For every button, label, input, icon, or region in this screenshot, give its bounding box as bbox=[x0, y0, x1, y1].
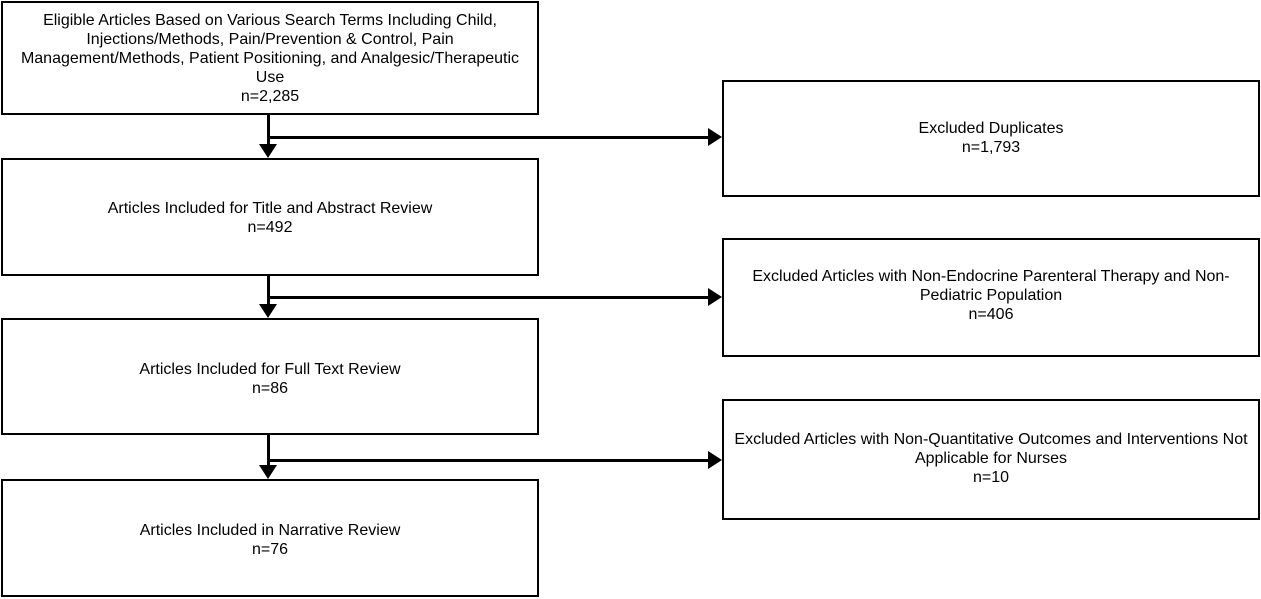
connector-hline-1 bbox=[267, 136, 708, 139]
node-eligible-articles-text: Eligible Articles Based on Various Searc… bbox=[20, 12, 520, 105]
connector-hline-2 bbox=[267, 296, 708, 299]
node-excluded-non-endocrine: Excluded Articles with Non-Endocrine Par… bbox=[722, 238, 1260, 357]
node-narrative-review: Articles Included in Narrative Review n=… bbox=[1, 479, 539, 597]
node-excluded-duplicates: Excluded Duplicates n=1,793 bbox=[722, 80, 1260, 197]
connector-vline-1 bbox=[267, 115, 270, 146]
connector-vline-2 bbox=[267, 276, 270, 306]
node-full-text-review: Articles Included for Full Text Review n… bbox=[1, 318, 539, 435]
connector-arrowhead-down-2 bbox=[259, 304, 277, 318]
node-excluded-duplicates-text: Excluded Duplicates n=1,793 bbox=[918, 120, 1064, 156]
connector-arrowhead-right-1 bbox=[708, 128, 722, 146]
connector-arrowhead-right-2 bbox=[708, 288, 722, 306]
node-narrative-review-text: Articles Included in Narrative Review n=… bbox=[139, 522, 401, 558]
node-excluded-non-endocrine-text: Excluded Articles with Non-Endocrine Par… bbox=[752, 268, 1230, 323]
connector-hline-3 bbox=[267, 459, 708, 462]
connector-arrowhead-down-3 bbox=[259, 465, 277, 479]
node-eligible-articles: Eligible Articles Based on Various Searc… bbox=[1, 1, 539, 115]
node-excluded-non-quantitative-text: Excluded Articles with Non-Quantitative … bbox=[734, 431, 1248, 486]
connector-arrowhead-down-1 bbox=[259, 144, 277, 158]
node-full-text-review-text: Articles Included for Full Text Review n… bbox=[139, 361, 401, 397]
connector-vline-3 bbox=[267, 435, 270, 466]
node-title-abstract-review: Articles Included for Title and Abstract… bbox=[1, 158, 539, 276]
node-title-abstract-review-text: Articles Included for Title and Abstract… bbox=[107, 200, 433, 236]
connector-arrowhead-right-3 bbox=[708, 451, 722, 469]
node-excluded-non-quantitative: Excluded Articles with Non-Quantitative … bbox=[722, 399, 1260, 520]
